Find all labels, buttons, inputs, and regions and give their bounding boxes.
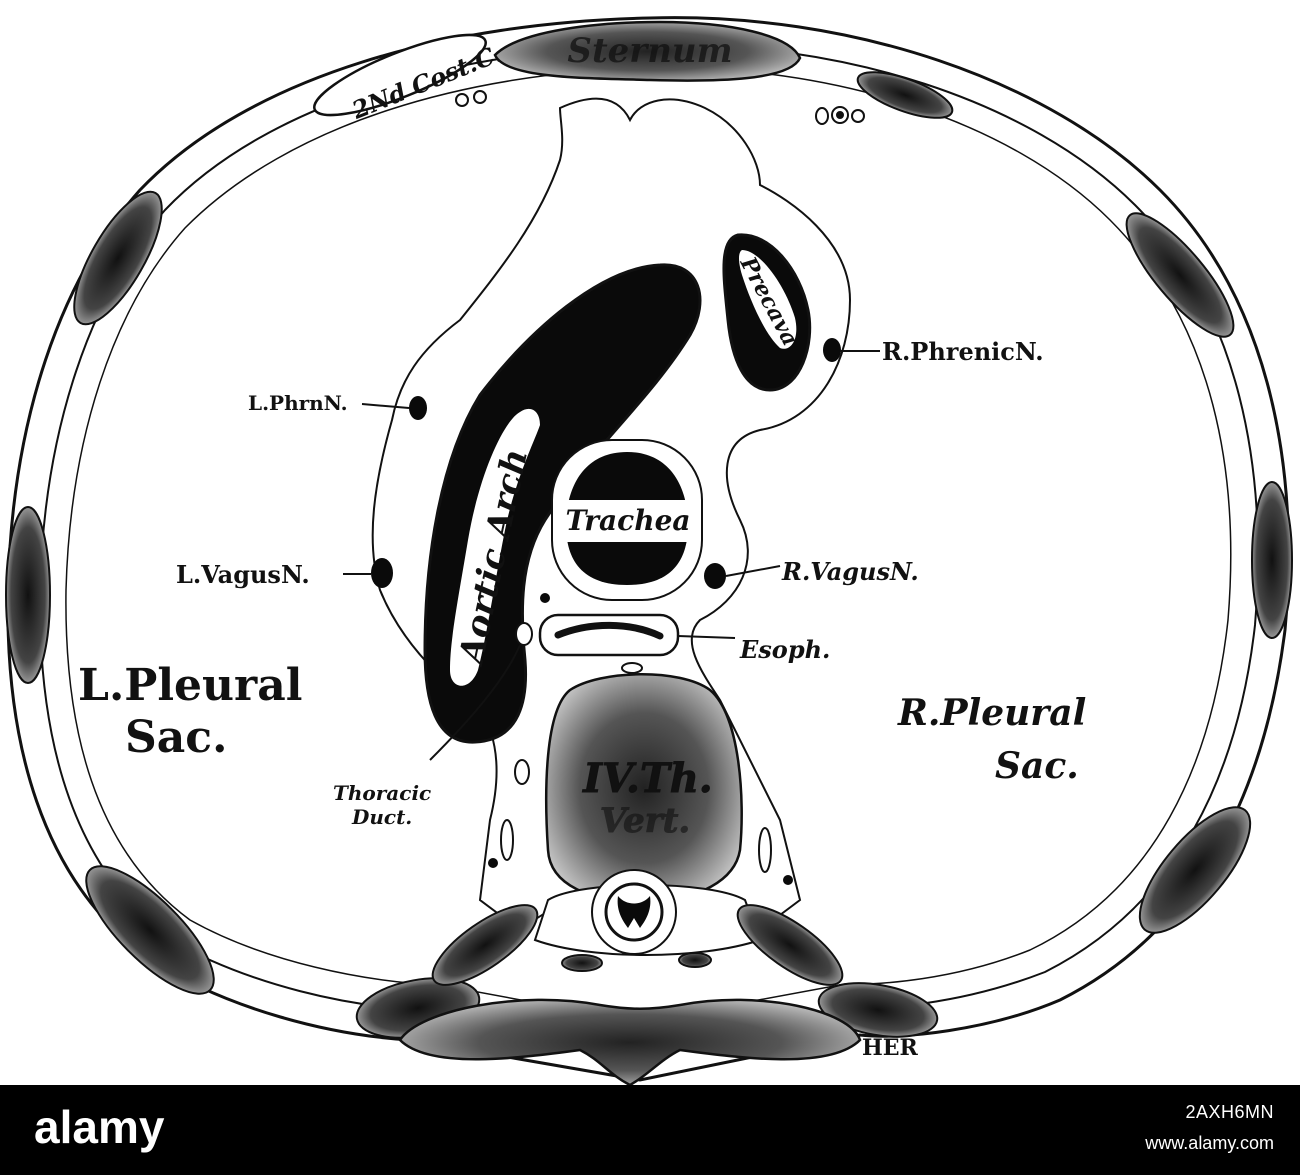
trachea-label: Trachea xyxy=(565,504,690,537)
l-pleural-sac-label-2: Sac. xyxy=(125,712,227,763)
trachea-label-band xyxy=(566,500,690,542)
precava-inner xyxy=(739,250,797,349)
sternum-label: Sternum xyxy=(567,31,732,71)
vertebra-body xyxy=(544,673,743,904)
l-pleural-sac-label-1: L.Pleural xyxy=(78,660,302,711)
image-code: 2AXH6MN xyxy=(1185,1102,1274,1122)
spinal-cord-grey-matter xyxy=(617,896,651,928)
thorax-cross-section-figure: 2Nd Cost.C. Sternum Aortic Arch Precava … xyxy=(5,16,1293,1085)
sternum xyxy=(493,20,802,82)
mediastinum-outline xyxy=(371,97,852,932)
thoracic-duct-label-1: Thoracic xyxy=(333,781,431,805)
r-phrenic-nerve-label: R.PhrenicN. xyxy=(882,337,1044,366)
r-pleural-sac-label-2: Sac. xyxy=(995,745,1079,787)
esophagus-label: Esoph. xyxy=(739,635,830,664)
small-dots xyxy=(488,858,793,885)
watermark-footer: alamy 2AXH6MN www.alamy.com xyxy=(0,1085,1300,1175)
esophagus-lumen xyxy=(554,621,664,640)
internal-mammary-vessels xyxy=(455,90,865,125)
aortic-arch xyxy=(423,263,702,744)
esophagus xyxy=(538,613,680,657)
vertebra-label-1: IV.Th. xyxy=(582,755,712,802)
costal-cartilage xyxy=(313,33,487,117)
spinous-process xyxy=(398,998,862,1085)
aortic-arch-label-band xyxy=(450,408,540,686)
thoracic-duct xyxy=(515,622,533,646)
transverse-processes xyxy=(431,904,844,986)
leader-lines xyxy=(343,350,880,761)
r-vagus-nerve-label: R.VagusN. xyxy=(781,557,919,586)
l-vagus-nerve-label: L.VagusN. xyxy=(176,560,310,589)
l-phrenic-nerve-label: L.PhrnN. xyxy=(248,391,348,415)
thorax-diagram-svg: 2Nd Cost.C. Sternum Aortic Arch Precava … xyxy=(5,16,1293,1085)
thoracic-duct-label-2: Duct. xyxy=(351,805,412,829)
nerves xyxy=(371,338,841,603)
brand-text: alamy xyxy=(34,1101,165,1153)
artist-signature: HER xyxy=(862,1035,919,1061)
alamy-logo: alamy xyxy=(34,1101,165,1153)
site-url[interactable]: www.alamy.com xyxy=(1145,1133,1274,1153)
vertebra-label-2: Vert. xyxy=(600,801,690,841)
small-vessels xyxy=(500,662,772,873)
r-pleural-sac-label-1: R.Pleural xyxy=(897,692,1086,734)
